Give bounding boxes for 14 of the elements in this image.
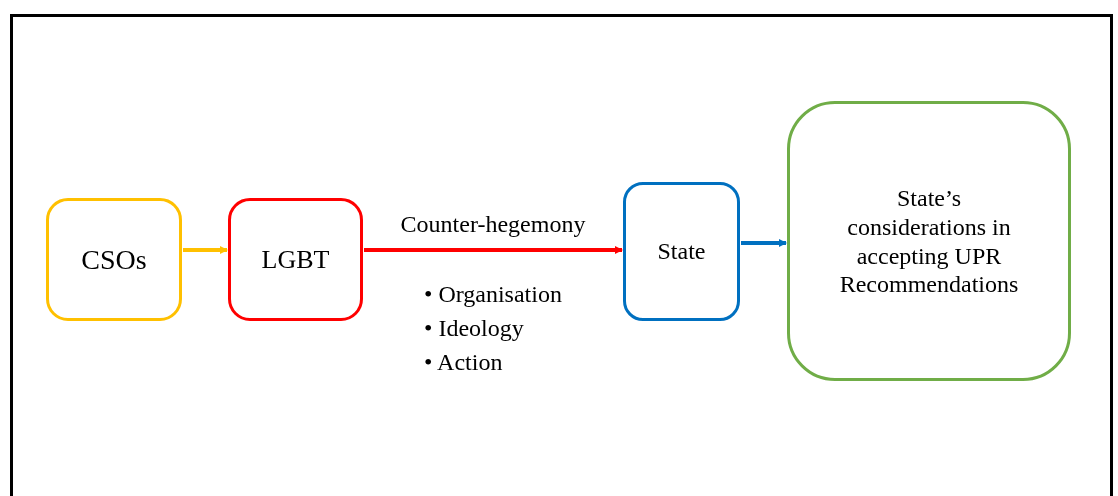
bullet-item: • Action [424, 349, 503, 375]
rounded-box [623, 182, 740, 321]
arrow [741, 239, 787, 247]
arrow [183, 246, 228, 254]
node-label: CSOs [81, 242, 147, 277]
bullet-item: • Organisation [424, 281, 562, 307]
rounded-box [787, 101, 1071, 381]
arrow [364, 246, 623, 254]
rounded-box [46, 198, 182, 321]
node-label: State [657, 237, 706, 266]
bullet-item: • Ideology [424, 315, 524, 341]
node-label: State’s considerations in accepting UPR Recommendations [838, 184, 1020, 300]
node-label: LGBT [261, 243, 330, 276]
rounded-box [228, 198, 363, 321]
